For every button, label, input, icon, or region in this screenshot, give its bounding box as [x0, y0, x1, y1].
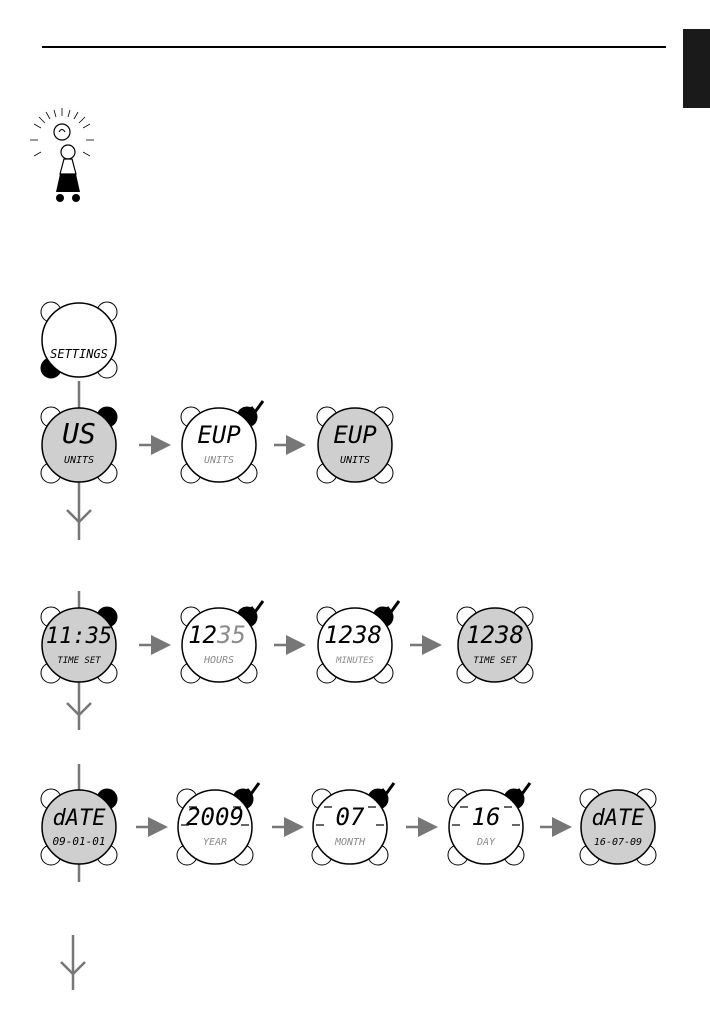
- display-main-value: 07: [336, 803, 365, 831]
- display-label: UNITS: [340, 455, 370, 466]
- display-label: HOURS: [203, 655, 234, 666]
- display-label: YEAR: [203, 837, 227, 848]
- display-main-value: 12: [324, 621, 353, 649]
- watch-date: dATE 09-01-01: [41, 789, 117, 865]
- checkmark-icon: [251, 401, 263, 412]
- display-label: TIME SET: [57, 656, 101, 666]
- checkmark-icon: [387, 601, 399, 612]
- display-label: DAY: [476, 837, 496, 848]
- display-main-value: dATE: [592, 806, 646, 831]
- display-label: UNITS: [204, 455, 234, 466]
- display-main-value: 35: [216, 621, 246, 649]
- display-main-value: US: [62, 417, 96, 450]
- display-label: MINUTES: [335, 656, 375, 666]
- display-label: MONTH: [334, 837, 366, 848]
- checkmark-icon: [247, 783, 259, 794]
- display-label: 16-07-09: [594, 837, 642, 848]
- watch-units-eup-edit: EUP UNITS: [181, 401, 263, 483]
- display-main-value: EUP: [197, 421, 241, 449]
- display-main-value: 16: [472, 803, 501, 831]
- display-main-value: 38: [352, 621, 382, 649]
- watch-face: [42, 303, 116, 377]
- display-label: TIME SET: [473, 656, 517, 666]
- display-label: 09-01-01: [53, 835, 106, 848]
- watch-date-final: dATE 16-07-09: [580, 789, 656, 865]
- display-main-value: 11:35: [46, 624, 112, 649]
- display-main-value: dATE: [53, 806, 107, 831]
- display-main-value: 1238: [466, 621, 524, 649]
- checkmark-icon: [382, 783, 394, 794]
- display-label: UNITS: [64, 455, 94, 466]
- watch-settings: SETTINGS: [41, 302, 117, 378]
- checkmark-icon: [518, 783, 530, 794]
- watch-units-us: US UNITS: [41, 407, 117, 483]
- watch-units-eup: EUP UNITS: [317, 407, 393, 483]
- section-tab: [683, 29, 710, 108]
- display-main-value: 2009: [186, 803, 244, 831]
- lightbulb-figure-icon: [30, 108, 94, 202]
- display-label: SETTINGS: [50, 347, 108, 361]
- checkmark-icon: [251, 601, 263, 612]
- display-main-value: 12: [188, 621, 217, 649]
- display-main-value: EUP: [333, 421, 377, 449]
